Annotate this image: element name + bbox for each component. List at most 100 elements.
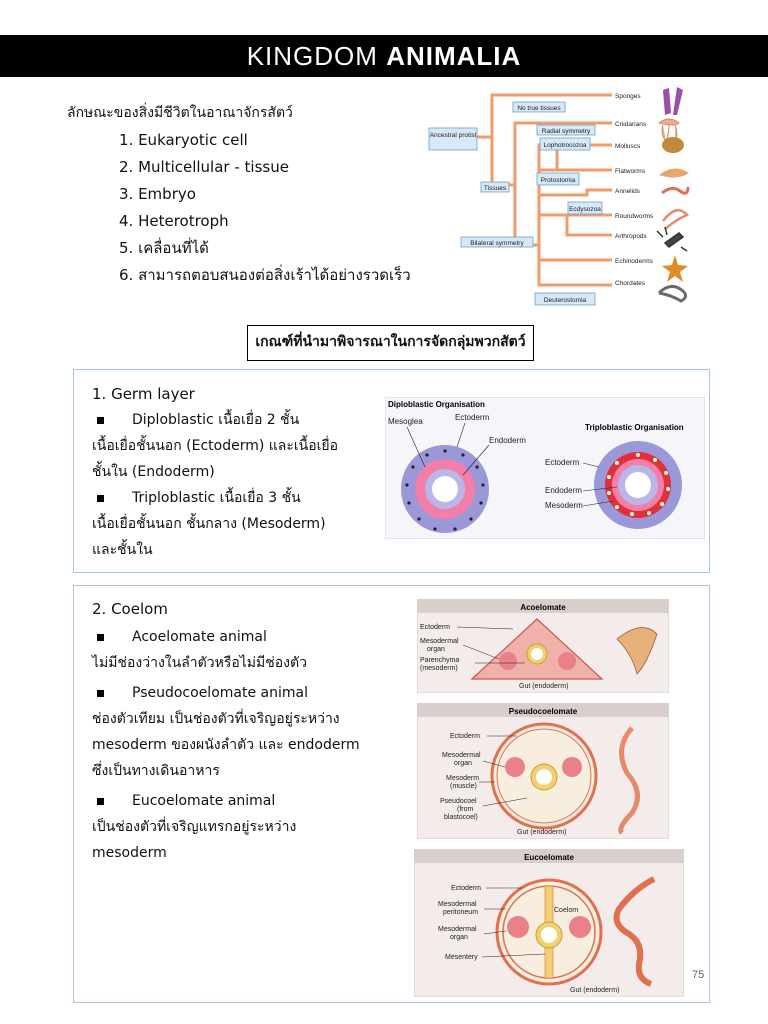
- list-item: 1. Eukaryotic cell: [119, 131, 248, 149]
- cnidarian-icon: [657, 118, 680, 142]
- coelom-box: [73, 585, 710, 1003]
- annelid-icon: [661, 186, 690, 195]
- diploblastic-bullet: Diploblastic เนื้อเยื่อ 2 ชั้น: [92, 407, 362, 433]
- ectoderm-label: Ectoderm: [450, 733, 480, 740]
- mesoglea-label: Mesoglea: [388, 417, 423, 426]
- ectoderm-label: Ectoderm: [451, 885, 481, 892]
- pseudocoelomate-title: Pseudocoelomate: [509, 707, 578, 716]
- gut-label: Gut (endoderm): [517, 829, 566, 836]
- taxon-label: Arthropods: [615, 233, 648, 240]
- parenchyma-label: Parenchyma: [420, 657, 459, 664]
- pseudocoel-sub-label: blastocoel): [444, 814, 478, 821]
- page-title: KINGDOM ANIMALIA: [0, 35, 768, 77]
- taxon-label: Chordates: [615, 280, 646, 287]
- pseudocoelomate-bullet: Pseudocoelomate animal: [92, 680, 367, 706]
- roundworm-icon: [618, 726, 640, 835]
- mesoderm-label: Mesoderm: [545, 501, 583, 510]
- peritoneum-label: peritoneum: [443, 909, 478, 916]
- endoderm-label: Endoderm: [545, 486, 582, 495]
- eucoelomate-figure: Eucoelomate Ectoderm Mesodermal peritone…: [414, 849, 684, 997]
- bullet-icon: [97, 633, 104, 641]
- germ-layer-figure: Diploblastic Organisation Triploblastic …: [385, 397, 705, 539]
- taxon-label: Sponges: [615, 93, 641, 100]
- pseudocoelomate-desc: mesoderm ของผนังลำตัว และ endoderm: [92, 737, 360, 753]
- ectoderm-label: Ectoderm: [420, 624, 450, 631]
- acoelomate-label: Acoelomate animal: [132, 629, 267, 645]
- list-item: 3. Embryo: [119, 185, 196, 203]
- parenchyma-sub-label: (mesoderm): [420, 665, 458, 672]
- eucoelomate-label: Eucoelomate animal: [132, 793, 276, 809]
- organ-label: organ: [427, 646, 445, 653]
- pseudocoelomate-label: Pseudocoelomate animal: [132, 685, 308, 701]
- earthworm-icon: [613, 876, 656, 987]
- mesodermal-label: Mesodermal: [438, 926, 477, 933]
- node-deuterostomia: Deuterostomia: [544, 297, 587, 304]
- pseudocoel-label: Pseudocoel: [440, 798, 477, 805]
- list-item: 2. Multicellular - tissue: [119, 158, 289, 176]
- list-item: 6. สามารถตอบสนองต่อสิ่งเร้าได้อย่างรวดเร…: [119, 266, 411, 284]
- triploblastic-bullet: Triploblastic เนื้อเยื่อ 3 ชั้น: [92, 485, 362, 511]
- triploblastic-title: Triploblastic Organisation: [585, 423, 684, 432]
- muscle-label: (muscle): [450, 783, 477, 790]
- triploblastic-label: Triploblastic เนื้อเยื่อ 3 ชั้น: [132, 490, 301, 506]
- eucoelomate-title: Eucoelomate: [524, 853, 574, 862]
- bullet-icon: [97, 689, 104, 697]
- coelom-label: Coelom: [554, 907, 578, 914]
- pseudocoelomate-desc: ซึ่งเป็นทางเดินอาหาร: [92, 763, 220, 779]
- eucoelomate-desc: เป็นช่องตัวที่เจริญแทรกอยู่ระหว่าง mesod…: [92, 819, 297, 861]
- coelom-title: 2. Coelom: [92, 600, 168, 618]
- node-protostomia: Protostomia: [541, 177, 576, 184]
- phylogenetic-tree: Ancestral protist No true tissues Radial…: [428, 87, 690, 306]
- list-item: 4. Heterotroph: [119, 212, 229, 230]
- intro-section: ลักษณะของสิ่งมีชีวิตในอาณาจักรสัตว์ 1. E…: [67, 100, 411, 289]
- ancestor-label: Ancestral protist: [430, 132, 477, 139]
- acoelomate-figure: Acoelomate Ectoderm Mesodermal organ Par…: [417, 599, 669, 693]
- node-radial-symmetry: Radial symmetry: [542, 128, 591, 135]
- taxon-label: Annelids: [615, 188, 641, 195]
- diploblastic-desc: ชั้นใน (Endoderm): [92, 464, 215, 480]
- node-ecdysozoa: Ecdysozoa: [569, 206, 601, 213]
- bullet-icon: [97, 494, 104, 502]
- pseudocoelomate-desc: ช่องตัวเทียม เป็นช่องตัวที่เจริญอยู่ระหว…: [92, 711, 340, 727]
- taxon-label: Molluscs: [615, 143, 641, 150]
- taxon-label: Cnidarians: [615, 121, 647, 128]
- coelom-text: 2. Coelom Acoelomate animal ไม่มีช่องว่า…: [92, 596, 367, 866]
- ectoderm-label: Ectoderm: [545, 458, 580, 467]
- acoelomate-desc: ไม่มีช่องว่างในลำตัวหรือไม่มีช่องตัว: [92, 655, 307, 671]
- starfish-icon: [662, 255, 688, 282]
- gut-label: Gut (endoderm): [570, 987, 619, 994]
- roundworm-icon: [662, 208, 690, 230]
- sponge-icon: [663, 87, 683, 115]
- mesodermal-label: Mesodermal: [438, 901, 477, 908]
- germ-layer-text: 1. Germ layer Diploblastic เนื้อเยื่อ 2 …: [92, 381, 362, 563]
- acoelomate-bullet: Acoelomate animal: [92, 624, 367, 650]
- diploblastic-label: Diploblastic เนื้อเยื่อ 2 ชั้น: [132, 412, 300, 428]
- title-plain: KINGDOM: [246, 41, 378, 71]
- organ-label: organ: [450, 934, 468, 941]
- diploblastic-title: Diploblastic Organisation: [388, 400, 485, 409]
- taxon-label: Echinoderms: [615, 258, 654, 265]
- germ-layer-title: 1. Germ layer: [92, 385, 195, 403]
- chordate-icon: [657, 285, 688, 303]
- flatworm-icon: [616, 627, 658, 675]
- intro-heading: ลักษณะของสิ่งมีชีวิตในอาณาจักรสัตว์: [67, 105, 293, 121]
- acoelomate-title: Acoelomate: [520, 603, 566, 612]
- pseudocoelomate-figure: Pseudocoelomate Ectoderm Mesodermal orga…: [417, 703, 669, 839]
- eucoelomate-bullet: Eucoelomate animal: [92, 788, 367, 814]
- title-bold: ANIMALIA: [386, 41, 522, 71]
- diploblastic-desc: เนื้อเยื่อชั้นนอก (Ectoderm) และเนื้อเยื…: [92, 438, 339, 454]
- arthropod-icon: [656, 226, 688, 252]
- taxon-label: Roundworms: [615, 213, 654, 220]
- mesodermal-label: Mesodermal: [420, 638, 459, 645]
- animal-illustrations: [656, 87, 690, 303]
- mesentery-label: Mesentery: [445, 954, 478, 961]
- characteristics-list: 1. Eukaryotic cell 2. Multicellular - ti…: [67, 127, 411, 289]
- mesodermal-label: Mesodermal: [442, 752, 481, 759]
- ectoderm-label: Ectoderm: [455, 413, 490, 422]
- node-bilateral-symmetry: Bilateral symmetry: [470, 240, 524, 247]
- node-lophotrocozoa: Lophotrocozoa: [543, 142, 586, 149]
- snail-icon: [662, 137, 684, 153]
- organ-label: organ: [454, 760, 472, 767]
- bullet-icon: [97, 797, 104, 805]
- node-tissues: Tissues: [484, 185, 507, 192]
